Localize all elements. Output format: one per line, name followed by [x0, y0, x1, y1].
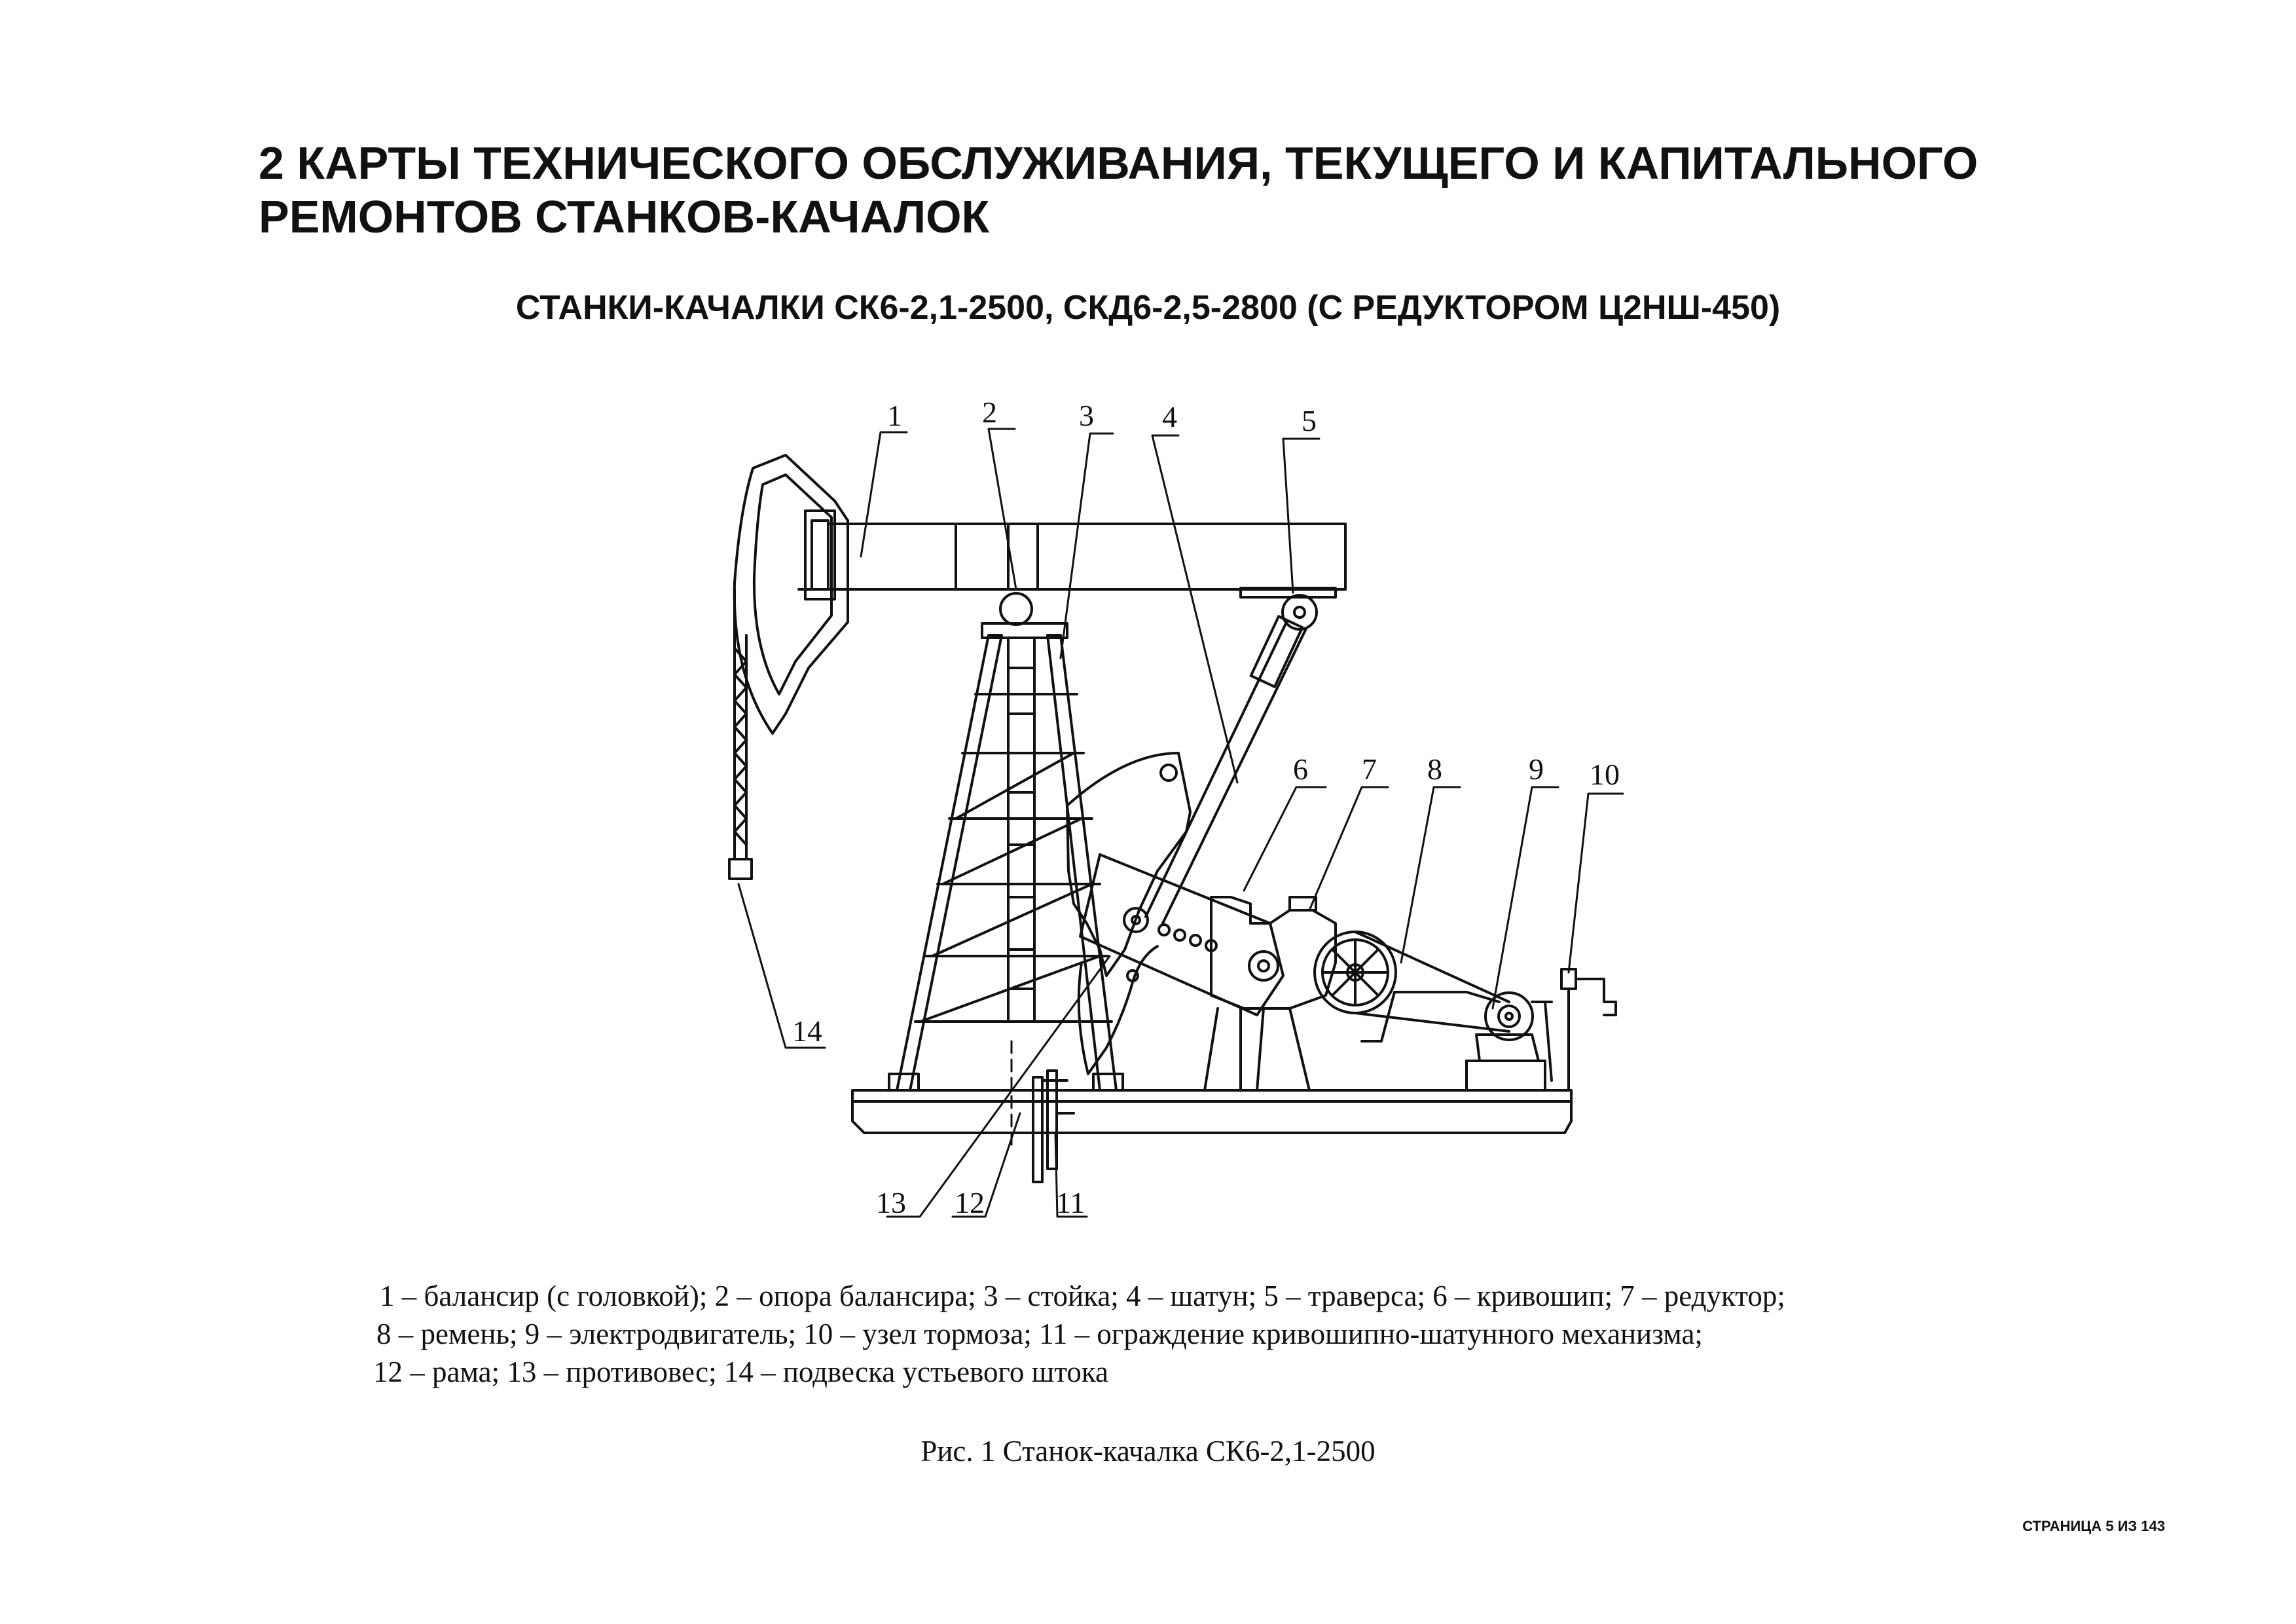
legend-line-2: 8 – ремень; 9 – электродвигатель; 10 – у…	[376, 1318, 1703, 1350]
walking-beam	[797, 523, 1347, 591]
callout-9: 9	[1529, 752, 1544, 786]
callout-12: 12	[955, 1186, 985, 1219]
legend-line-3: 12 – рама; 13 – противовес; 14 – подвеск…	[373, 1356, 1109, 1388]
pitman	[1144, 615, 1307, 926]
callout-leaders	[737, 428, 1624, 1218]
section-heading-line-2: РЕМОНТОВ СТАНКОВ-КАЧАЛОК	[259, 191, 990, 242]
horsehead	[733, 454, 849, 735]
counterweight	[1066, 752, 1192, 1075]
pumping-unit-drawing: 1 2 3 4 5 6 7 8 9 10 11 12 13 14	[728, 396, 1624, 1219]
callout-7: 7	[1362, 752, 1377, 786]
crank	[1079, 853, 1285, 1016]
callout-3: 3	[1079, 399, 1094, 432]
callout-6: 6	[1293, 752, 1308, 786]
callout-10: 10	[1590, 758, 1620, 791]
figure-legend: 1 – балансир (с головкой); 2 – опора бал…	[373, 1277, 2010, 1391]
crank-guard	[1032, 1069, 1075, 1183]
callout-1: 1	[887, 399, 902, 432]
callout-8: 8	[1427, 752, 1442, 786]
callout-numbers: 1 2 3 4 5 6 7 8 9 10 11 12 13 14	[792, 396, 1620, 1219]
gear-reducer	[1203, 896, 1337, 1092]
frame	[851, 1089, 1573, 1134]
callout-14: 14	[792, 1014, 822, 1048]
saddle-bearing	[999, 592, 1033, 626]
callout-13: 13	[876, 1186, 906, 1219]
callout-5: 5	[1302, 404, 1317, 437]
figure-caption: Рис. 1 Станок-качалка СК6-2,1-2500	[920, 1435, 1376, 1467]
brake-assembly	[1560, 968, 1617, 1092]
callout-4: 4	[1162, 400, 1177, 434]
section-heading: 2 КАРТЫ ТЕХНИЧЕСКОГО ОБСЛУЖИВАНИЯ, ТЕКУЩ…	[259, 136, 2026, 244]
electric-motor	[1465, 991, 1553, 1092]
machine-models-subheading: СТАНКИ-КАЧАЛКИ СК6-2,1-2500, СКД6-2,5-28…	[515, 289, 1781, 327]
callout-2: 2	[982, 396, 997, 429]
legend-line-1: 1 – балансир (с головкой); 2 – опора бал…	[380, 1280, 1785, 1312]
callout-11: 11	[1056, 1186, 1085, 1219]
page-number: СТРАНИЦА 5 ИЗ 143	[2022, 1518, 2165, 1534]
belt-drive	[1313, 931, 1510, 1043]
polished-rod-hanger	[728, 588, 753, 880]
equalizer	[1239, 587, 1337, 631]
section-heading-line-1: 2 КАРТЫ ТЕХНИЧЕСКОГО ОБСЛУЖИВАНИЯ, ТЕКУЩ…	[259, 138, 1978, 189]
